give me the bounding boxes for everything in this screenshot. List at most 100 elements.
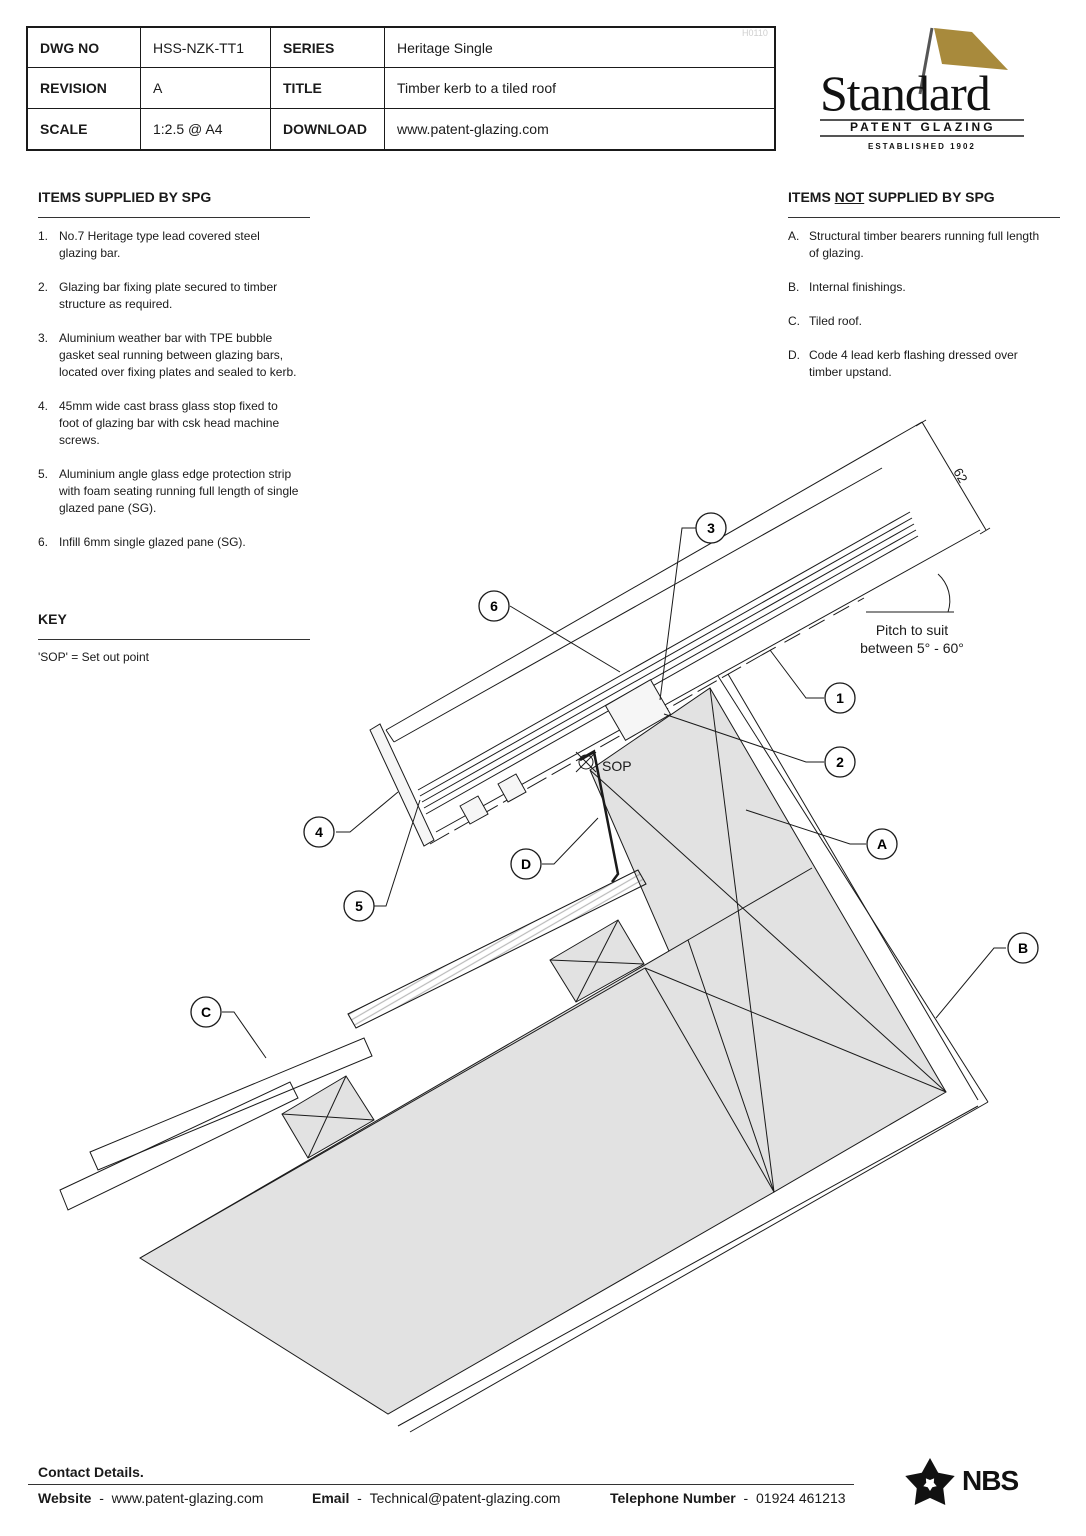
not-supplied-item: D. Code 4 lead kerb flashing dressed over…	[788, 347, 1050, 381]
logo-established: ESTABLISHED 1902	[868, 142, 976, 151]
pitch-label-line2: between 5° - 60°	[860, 640, 964, 656]
supplied-item: 5.Aluminium angle glass edge protection …	[38, 466, 300, 517]
supplied-item: 6. Infill 6mm single glazed pane (SG).	[38, 534, 300, 551]
callout-group: 1 2 3 4 5 6A B C D	[190, 512, 1039, 1028]
email-link[interactable]: Technical@patent-glazing.com	[369, 1490, 561, 1506]
supplied-item-text: Aluminium angle glass edge protection st…	[59, 467, 299, 515]
phone-label: Telephone Number	[610, 1490, 736, 1506]
callout-label: 2	[836, 754, 844, 770]
sheet-code: H0110	[742, 28, 768, 38]
series-value: Heritage Single	[385, 28, 774, 69]
tile-upper-outline	[347, 869, 647, 1029]
supplied-list: 1. No.7 Heritage type lead covered steel …	[38, 228, 300, 568]
dwg-no-label: DWG NO	[28, 28, 141, 69]
pitch-label-line1: Pitch to suit	[876, 622, 948, 638]
not-supplied-item: C. Tiled roof.	[788, 313, 1050, 330]
email-label: Email	[312, 1490, 350, 1506]
revision-label: REVISION	[28, 68, 141, 109]
standard-logo: Standard PATENT GLAZING ESTABLISHED 1902	[812, 24, 1032, 156]
not-supplied-list: A. Structural timber bearers running full…	[788, 228, 1050, 398]
callout-label: 4	[315, 824, 323, 840]
dwg-no-value: HSS-NZK-TT1	[141, 28, 271, 69]
supplied-item-number: 1.	[38, 229, 49, 243]
download-value[interactable]: www.patent-glazing.com	[397, 120, 549, 137]
download-label: DOWNLOAD	[271, 108, 385, 149]
footer-website: Website - www.patent-glazing.com	[38, 1490, 264, 1506]
supplied-item-number: 4.	[38, 399, 49, 413]
callout-d: D	[510, 848, 542, 880]
supplied-item-number: 6.	[38, 535, 49, 549]
callout-label: 6	[490, 598, 498, 614]
phone-number: 01924 461213	[756, 1490, 846, 1506]
website-link[interactable]: www.patent-glazing.com	[111, 1490, 264, 1506]
not-supplied-item-text: Structural timber bearers running full l…	[809, 229, 1040, 260]
flag-icon	[820, 27, 1024, 137]
supplied-item-text: Infill 6mm single glazed pane (SG).	[59, 535, 246, 549]
not-supplied-item-text: Internal finishings.	[809, 280, 906, 294]
series-label: SERIES	[271, 28, 385, 69]
supplied-item: 1. No.7 Heritage type lead covered steel …	[38, 228, 300, 262]
scale-label: SCALE	[28, 108, 141, 149]
not-supplied-heading: ITEMS NOT SUPPLIED BY SPG	[788, 189, 1060, 218]
contact-heading: Contact Details.	[38, 1464, 144, 1480]
supplied-item-number: 2.	[38, 280, 49, 294]
callout-label: C	[201, 1004, 211, 1020]
supplied-item: 4.45mm wide cast brass glass stop fixed …	[38, 398, 300, 449]
key-heading: KEY	[38, 611, 310, 640]
callout-2: 2	[824, 746, 856, 778]
website-label: Website	[38, 1490, 92, 1506]
not-supplied-heading-pre: ITEMS	[788, 189, 835, 205]
callout-c: C	[190, 996, 222, 1028]
supplied-item-number: 3.	[38, 331, 49, 345]
not-supplied-item-number: A.	[788, 229, 800, 243]
title-value: Timber kerb to a tiled roof	[385, 68, 774, 109]
supplied-item-text: Aluminium weather bar with TPE bubble ga…	[59, 331, 297, 379]
dimension-label: 62	[950, 465, 970, 485]
not-supplied-item-text: Code 4 lead kerb flashing dressed over t…	[809, 348, 1018, 379]
callout-6: 6	[478, 590, 510, 622]
callout-label: B	[1018, 940, 1028, 956]
rafter-body	[139, 939, 775, 1415]
not-supplied-item-text: Tiled roof.	[809, 314, 862, 328]
callout-label: 3	[707, 520, 715, 536]
supplied-heading: ITEMS SUPPLIED BY SPG	[38, 189, 310, 218]
not-supplied-heading-post: SUPPLIED BY SPG	[864, 189, 995, 205]
tile-lower	[89, 1037, 373, 1171]
callout-b: B	[1007, 932, 1039, 964]
title-label: TITLE	[271, 68, 385, 109]
callout-label: A	[877, 836, 887, 852]
callout-label: 5	[355, 898, 363, 914]
not-supplied-heading-not: NOT	[834, 189, 865, 205]
lead-flashing	[579, 750, 620, 883]
nbs-wordmark: NBS	[962, 1465, 1019, 1496]
not-supplied-item-number: B.	[788, 280, 800, 294]
supplied-item-text: No.7 Heritage type lead covered steel gl…	[59, 229, 260, 260]
nbs-logo-icon	[905, 1458, 955, 1506]
supplied-item: 3. Aluminium weather bar with TPE bubble …	[38, 330, 300, 381]
callout-a: A	[866, 828, 898, 860]
scale-value: 1:2.5 @ A4	[141, 108, 271, 149]
footer-email: Email - Technical@patent-glazing.com	[312, 1490, 561, 1506]
footer-phone: Telephone Number - 01924 461213	[610, 1490, 846, 1506]
logo-subtitle: PATENT GLAZING	[850, 120, 996, 134]
not-supplied-item-number: C.	[788, 314, 800, 328]
supplied-item-text: Glazing bar fixing plate secured to timb…	[59, 280, 278, 311]
title-block: DWG NO HSS-NZK-TT1 SERIES Heritage Singl…	[26, 26, 776, 151]
key-text: 'SOP' = Set out point	[38, 650, 149, 664]
callout-label: D	[521, 856, 531, 872]
sop-label: SOP	[602, 758, 632, 774]
logo-wordmark: Standard	[820, 65, 991, 121]
callout-4: 4	[303, 816, 335, 848]
callout-1: 1	[824, 682, 856, 714]
not-supplied-item: A. Structural timber bearers running full…	[788, 228, 1050, 262]
footer-divider	[28, 1484, 854, 1485]
tile-lower-2	[59, 1081, 299, 1211]
callout-5: 5	[343, 890, 375, 922]
callout-label: 1	[836, 690, 844, 706]
not-supplied-item-number: D.	[788, 348, 800, 362]
glass-stop	[369, 723, 435, 847]
not-supplied-item: B. Internal finishings.	[788, 279, 1050, 296]
callout-3: 3	[695, 512, 727, 544]
supplied-item: 2. Glazing bar fixing plate secured to ti…	[38, 279, 300, 313]
